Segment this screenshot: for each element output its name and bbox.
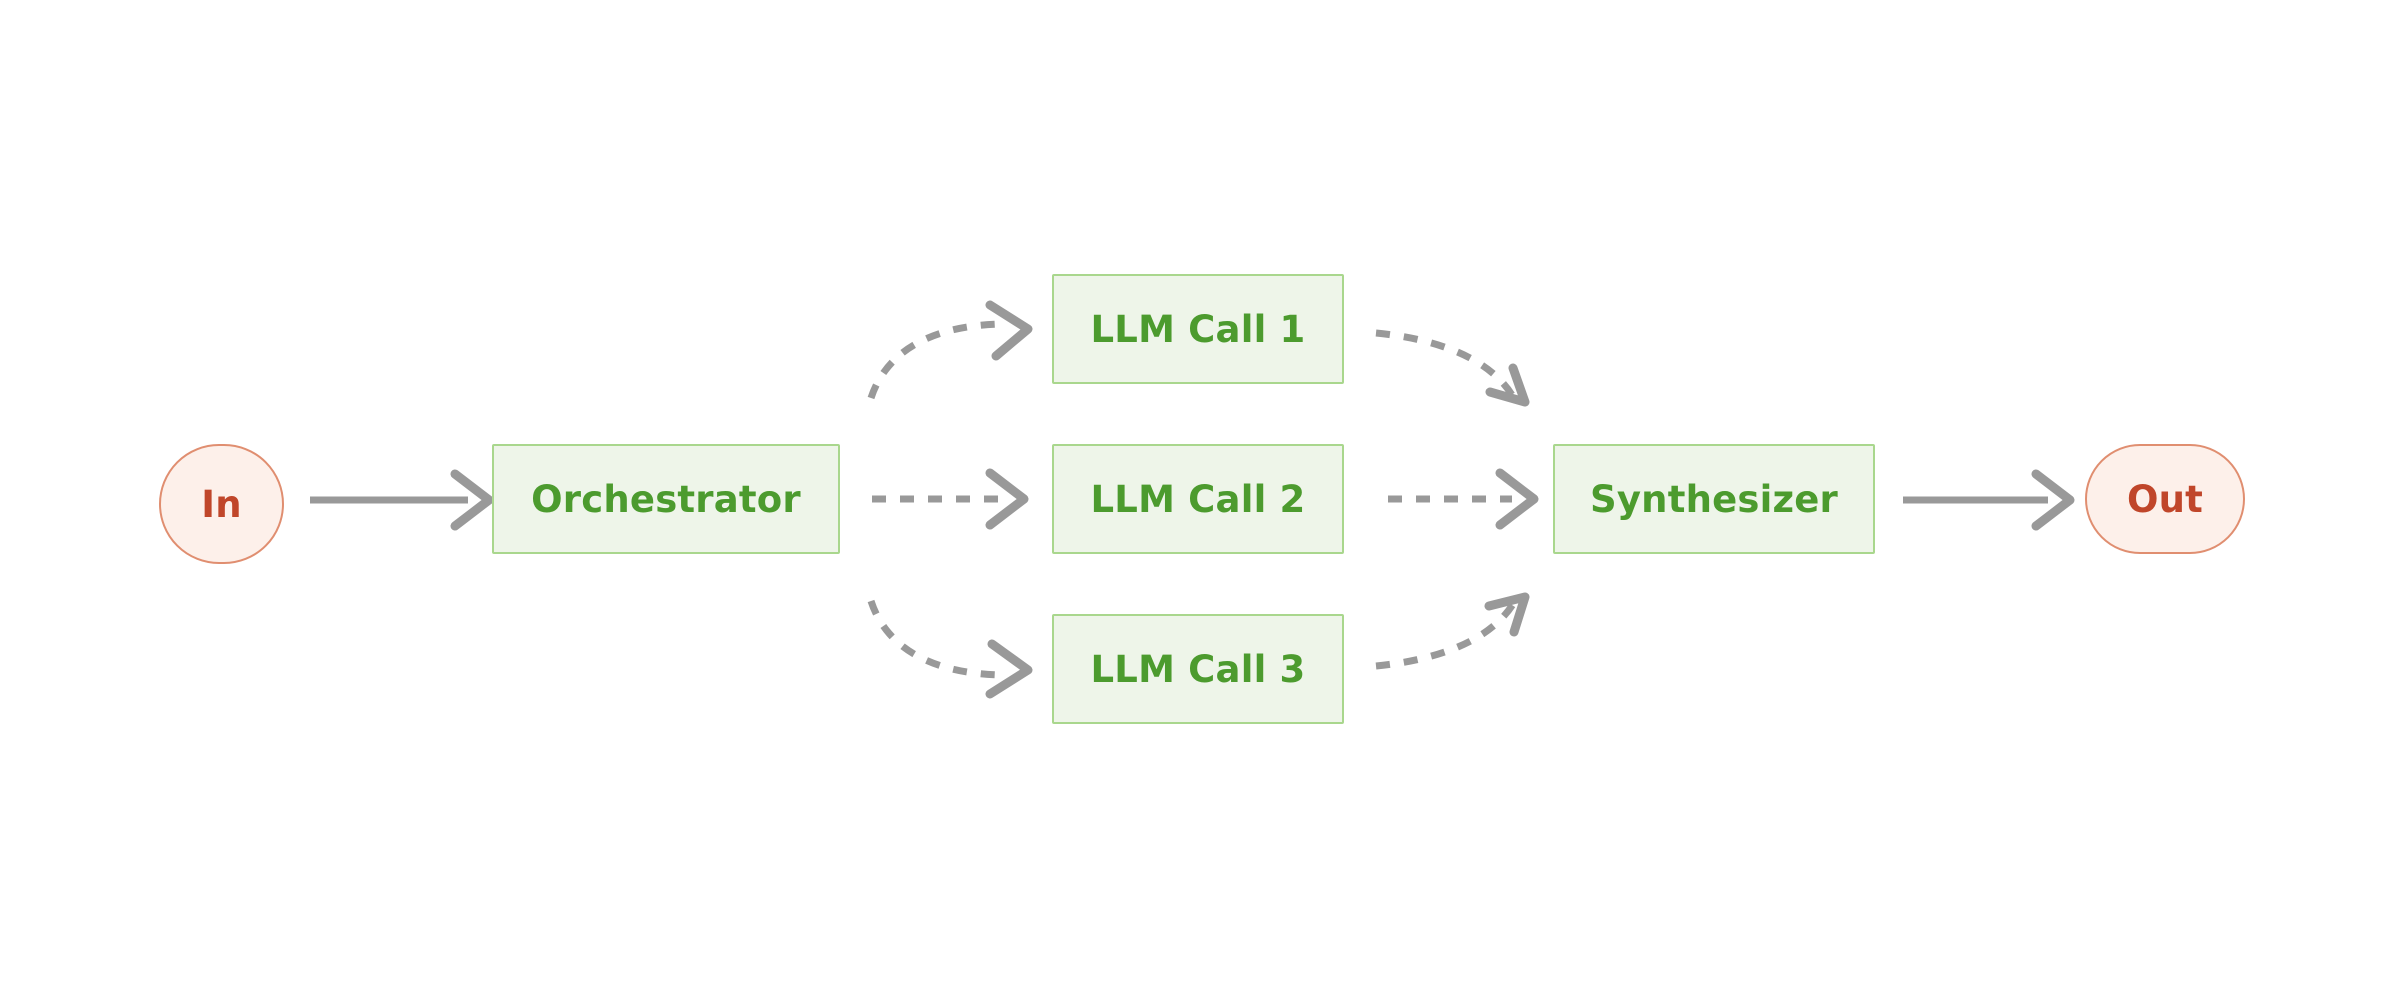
edge-orchestrator-to-call-1 <box>867 300 1033 400</box>
node-llm-call-1[interactable]: LLM Call 1 <box>1052 274 1344 384</box>
edge-call-1-to-synthesizer <box>1375 329 1530 407</box>
node-in-label: In <box>201 482 242 526</box>
node-llm-call-3[interactable]: LLM Call 3 <box>1052 614 1344 724</box>
node-in[interactable]: In <box>159 444 284 564</box>
edge-orchestrator-to-call-2 <box>872 468 1029 530</box>
node-llm-call-1-label: LLM Call 1 <box>1090 307 1306 351</box>
edge-call-3-to-synthesizer <box>1375 592 1530 670</box>
node-llm-call-2-label: LLM Call 2 <box>1090 477 1306 521</box>
edge-call-2-to-synthesizer <box>1388 468 1539 530</box>
node-llm-call-3-label: LLM Call 3 <box>1090 647 1306 691</box>
node-llm-call-2[interactable]: LLM Call 2 <box>1052 444 1344 554</box>
edge-in-to-orchestrator <box>310 469 494 531</box>
node-out-label: Out <box>2126 477 2204 521</box>
node-orchestrator[interactable]: Orchestrator <box>492 444 840 554</box>
edge-synthesizer-to-out <box>1903 469 2075 531</box>
node-orchestrator-label: Orchestrator <box>531 477 801 521</box>
node-synthesizer-label: Synthesizer <box>1589 477 1838 521</box>
edge-orchestrator-to-call-3 <box>867 599 1033 699</box>
node-out[interactable]: Out <box>2085 444 2245 554</box>
node-synthesizer[interactable]: Synthesizer <box>1553 444 1875 554</box>
